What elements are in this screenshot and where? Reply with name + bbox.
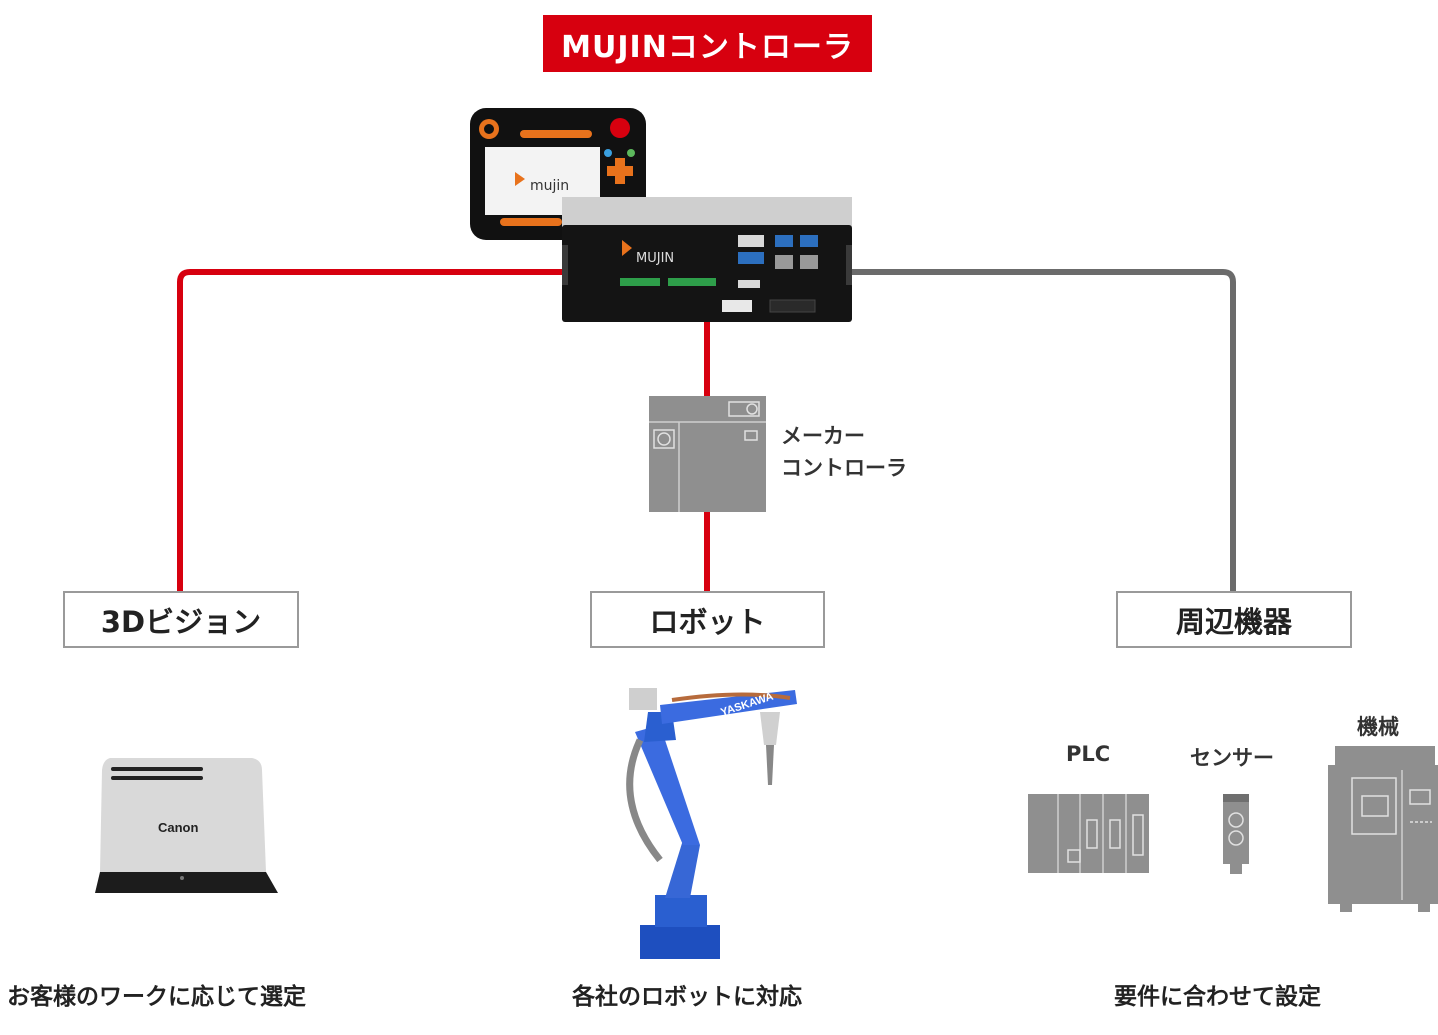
peripheral-connection-line: [852, 269, 1236, 592]
canon-camera-image: Canon: [95, 758, 278, 893]
sensor-image: [1223, 794, 1249, 874]
caption-robot: 各社のロボットに対応: [572, 984, 802, 1010]
category-box-peripheral: 周辺機器: [1116, 591, 1352, 648]
caption-vision: お客様のワークに応じて選定: [7, 984, 306, 1010]
robot-arm-image: YASKAWA: [626, 688, 797, 959]
vision-connection-line: [177, 269, 562, 592]
mujin-controller-image: MUJIN: [562, 197, 852, 322]
maker-controller-label: メーカー コントローラ: [781, 420, 907, 484]
canon-brand-text: Canon: [158, 820, 199, 835]
controller-logo-text: MUJIN: [636, 251, 674, 266]
plc-label: PLC: [1066, 742, 1111, 766]
pendant-logo-text: mujin: [530, 178, 569, 194]
category-box-vision: 3Dビジョン: [63, 591, 299, 648]
sensor-label: センサー: [1190, 746, 1274, 770]
machine-label: 機械: [1357, 715, 1399, 739]
maker-controller-label-line2: コントローラ: [781, 456, 907, 480]
machine-image: [1328, 746, 1438, 912]
teach-pendant-image: mujin: [470, 108, 646, 240]
plc-image: [1028, 794, 1149, 873]
category-box-robot: ロボット: [590, 591, 825, 648]
caption-peripheral: 要件に合わせて設定: [1114, 984, 1321, 1010]
maker-controller-image: [649, 396, 766, 512]
page-title: MUJINコントローラ: [543, 15, 872, 72]
maker-controller-label-line1: メーカー: [781, 424, 865, 448]
